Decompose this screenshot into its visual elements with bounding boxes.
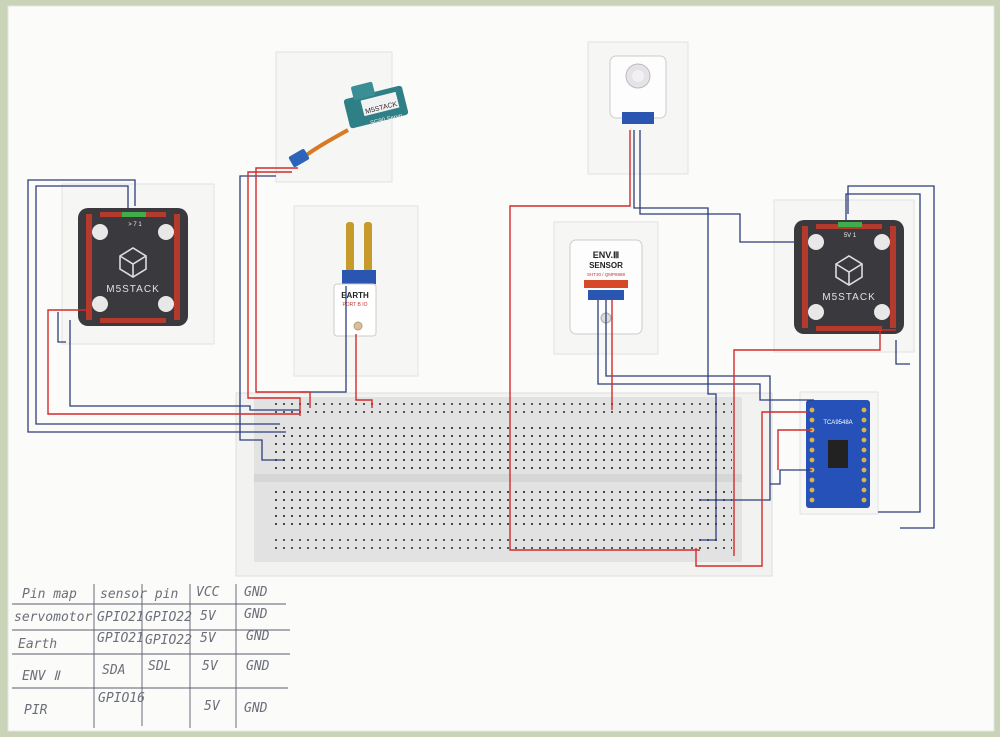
pinmap-cell: 5V xyxy=(200,609,217,624)
tca9548a-multiplexer: TCA9548A xyxy=(806,400,870,508)
m5stack-right: M5STACK 5V 1 xyxy=(794,220,904,334)
m5stack-right-pin-top: 5V 1 xyxy=(844,233,857,239)
pinmap-cell: PIR xyxy=(24,703,48,718)
pinmap-cell: GPIO21 xyxy=(97,610,144,625)
pinmap-cell: GND xyxy=(246,659,270,674)
pinmap-cell: Earth xyxy=(18,637,57,652)
m5stack-logo-icon xyxy=(835,255,863,286)
pinmap-cell: SDA xyxy=(102,663,125,678)
env-sensor: ENV.Ⅲ SENSOR SHT30 / QMP6988 xyxy=(569,239,643,335)
pinmap-cell: servomotor xyxy=(14,610,92,625)
pir-sensor xyxy=(609,55,667,124)
m5stack-left: M5STACK > 7 1 5V xyxy=(78,208,188,326)
env-sub: SHT30 / QMP6988 xyxy=(587,272,626,277)
earth-sub: PORT B IO xyxy=(342,302,367,308)
m5stack-left-label: M5STACK xyxy=(106,284,160,295)
m5stack-left-pin-top: > 7 1 xyxy=(128,222,142,228)
pin-map-table xyxy=(12,584,290,728)
pinmap-cell: ENV Ⅱ xyxy=(22,669,61,684)
m5stack-right-label: M5STACK xyxy=(822,292,876,303)
breadboard-upper-grid xyxy=(272,426,732,470)
pinmap-header-gnd: GND xyxy=(244,585,268,600)
env-title2: SENSOR xyxy=(589,261,623,270)
pinmap-cell: GPIO22 xyxy=(145,633,192,648)
pinmap-cell: SDL xyxy=(148,659,171,674)
wires-red xyxy=(47,130,896,567)
env-title: ENV.Ⅲ xyxy=(593,250,619,260)
pinmap-header-sensorpin: sensor pin xyxy=(100,587,178,602)
pinmap-cell: GND xyxy=(244,701,268,716)
pinmap-cell: GPIO22 xyxy=(145,610,192,625)
breadboard-top-rail xyxy=(272,402,732,418)
pinmap-cell: 5V xyxy=(204,699,221,714)
pinmap-cell: GND xyxy=(244,607,268,622)
m5stack-logo-icon xyxy=(119,247,147,278)
pinmap-header-vcc: VCC xyxy=(196,585,220,600)
m5stack-left-pin-side: 5V xyxy=(96,299,103,305)
pin-map-rows: servomotor GPIO21 GPIO22 5V GND Earth GP… xyxy=(14,607,270,718)
pinmap-cell: 5V xyxy=(202,659,219,674)
paper-sheet xyxy=(7,5,995,732)
pinmap-cell: 5V xyxy=(200,631,217,646)
pin-map-headers: Pin map sensor pin VCC GND xyxy=(22,585,268,602)
earth-sensor: EARTH PORT B IO xyxy=(333,222,377,337)
earth-title: EARTH xyxy=(341,291,369,300)
pinmap-cell: GPIO21 xyxy=(97,631,144,646)
pinmap-header-pinmap: Pin map xyxy=(22,587,77,602)
wires-blue xyxy=(27,130,935,541)
tca-label: TCA9548A xyxy=(823,420,852,426)
breadboard xyxy=(254,397,742,562)
pinmap-cell: GPIO16 xyxy=(98,691,145,706)
pinmap-cell: GND xyxy=(246,629,270,644)
breadboard-lower-grid xyxy=(272,486,732,530)
breadboard-bottom-rail xyxy=(272,538,732,554)
